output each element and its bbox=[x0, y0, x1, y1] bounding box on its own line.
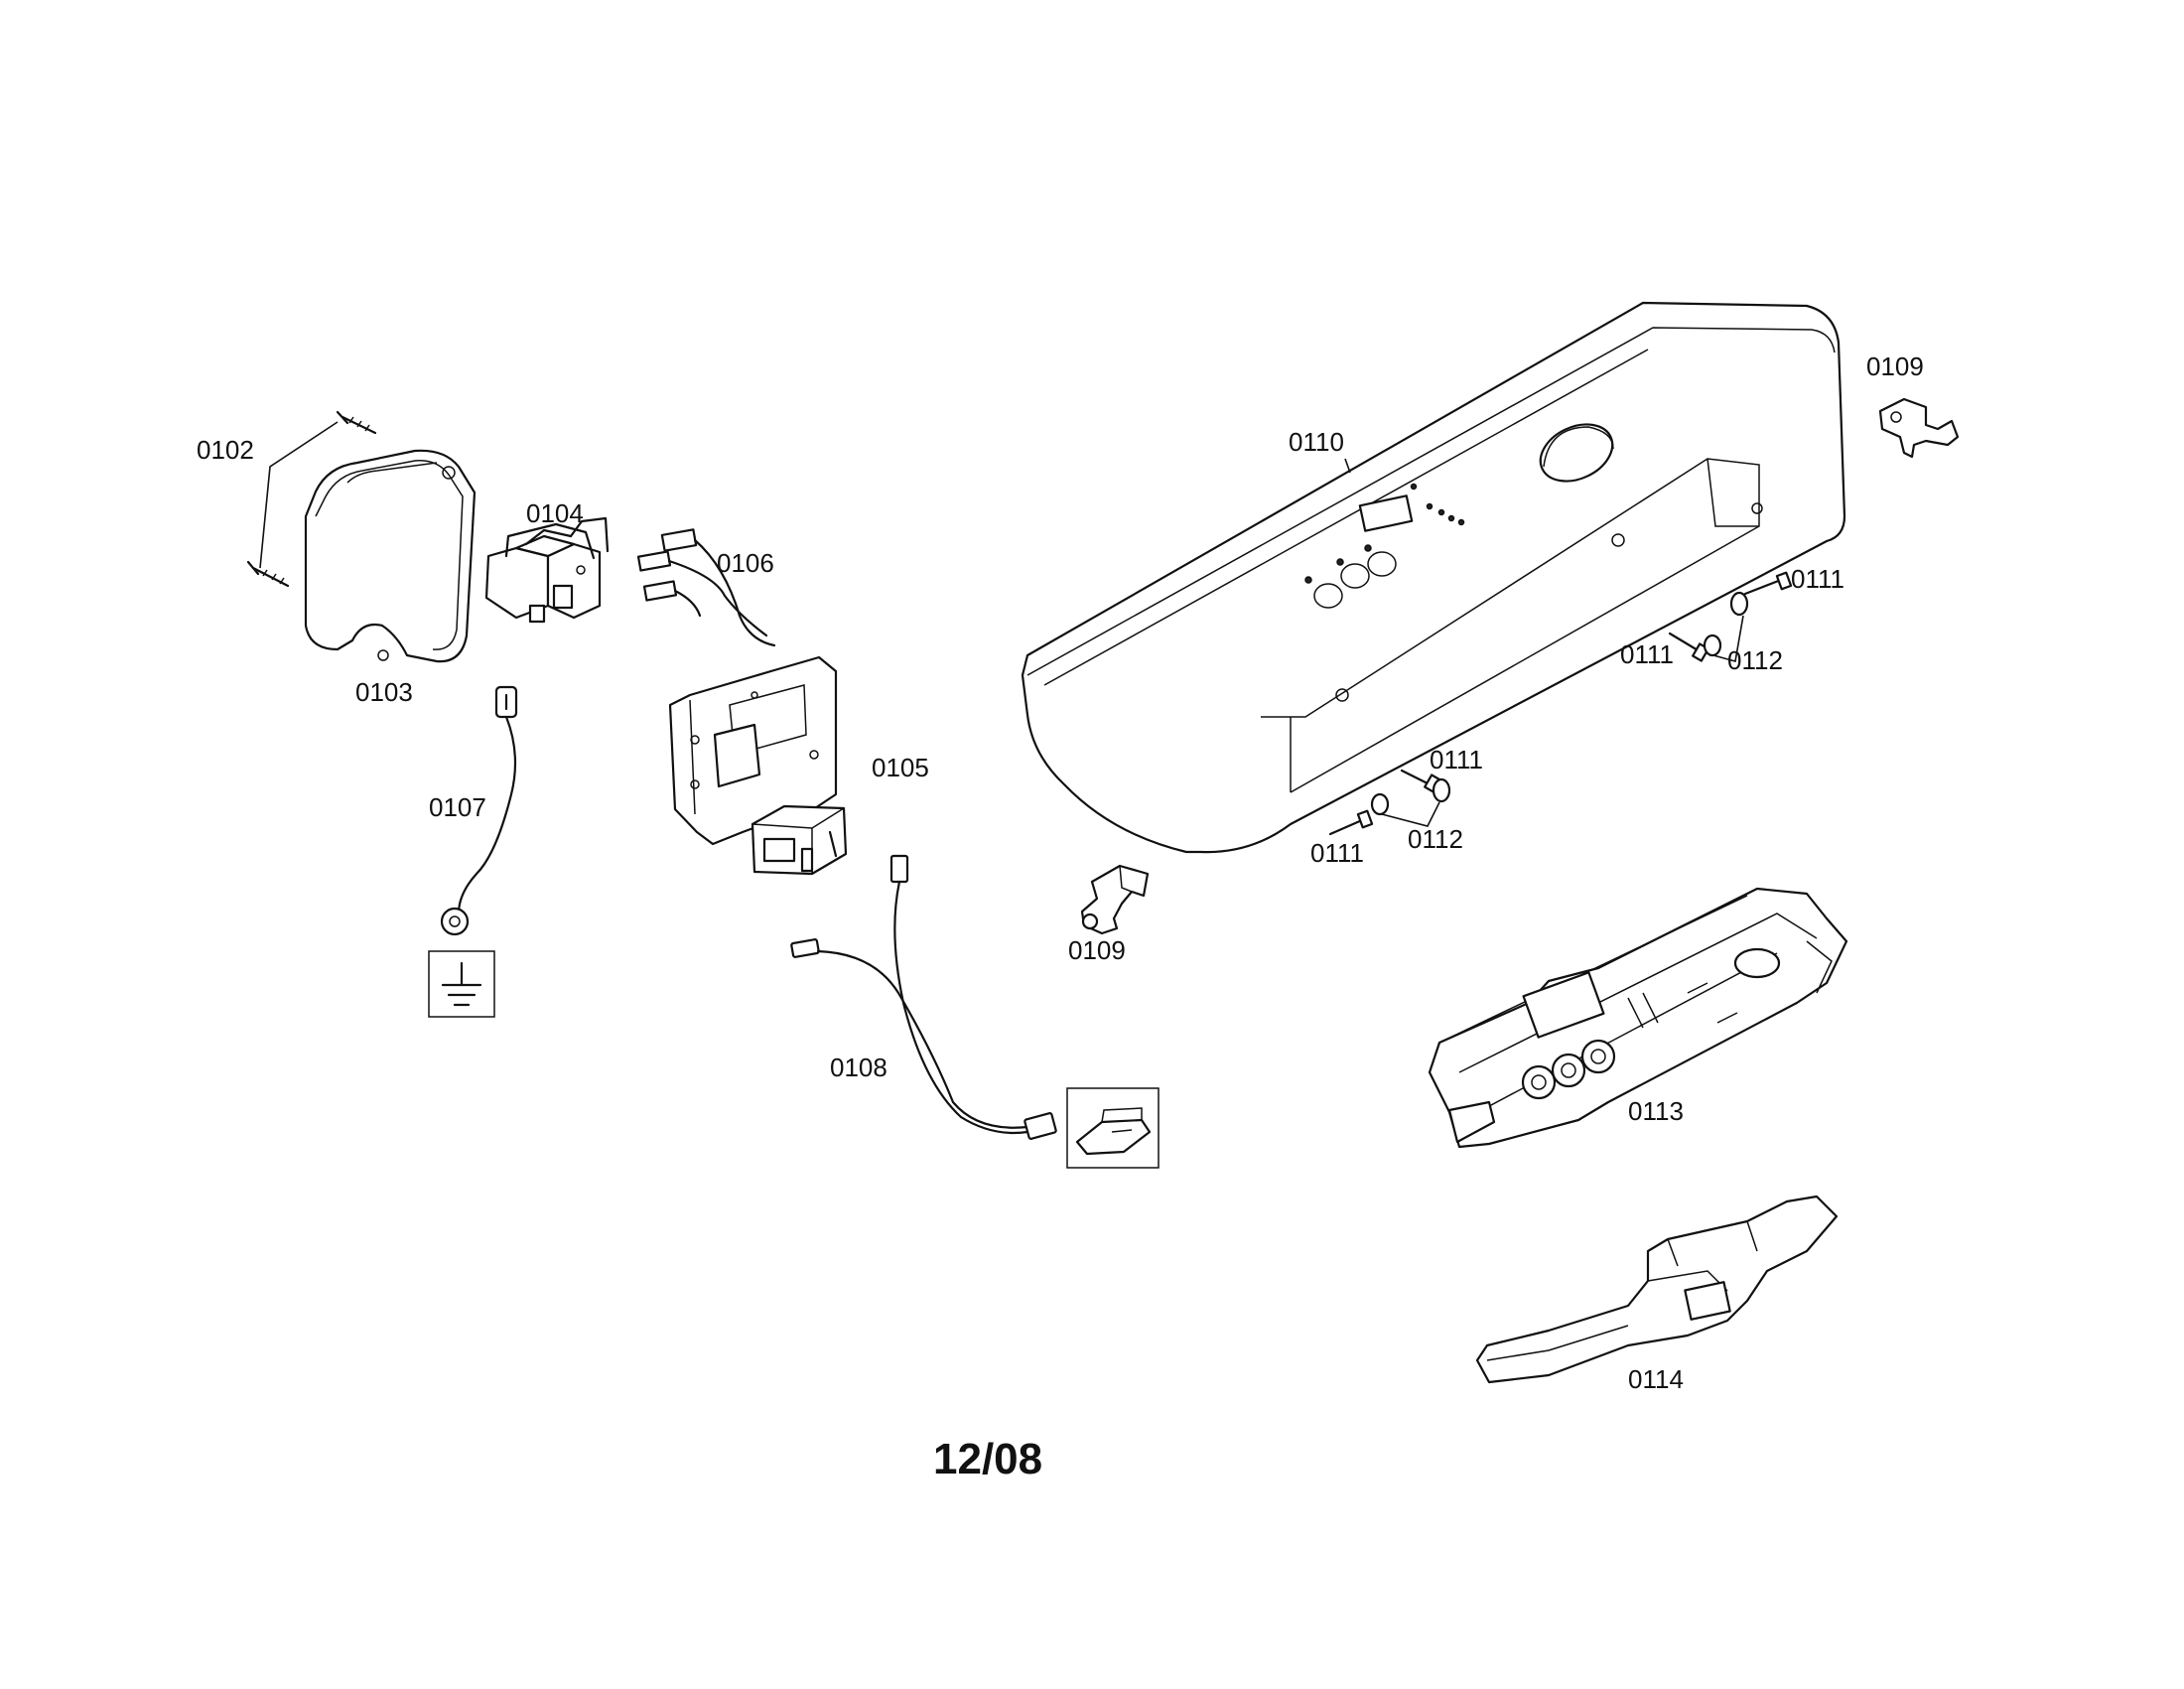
label-0109-upper: 0109 bbox=[1866, 352, 1924, 381]
connector-inset-0108 bbox=[1066, 1087, 1160, 1169]
screw-0111-d bbox=[1328, 809, 1374, 836]
label-0111-a: 0111 bbox=[1791, 564, 1844, 594]
label-0112-a: 0112 bbox=[1727, 645, 1783, 675]
label-0106: 0106 bbox=[717, 548, 774, 578]
switch-block-0104 bbox=[484, 516, 610, 624]
ground-wire-0107 bbox=[440, 685, 518, 936]
label-0104: 0104 bbox=[526, 498, 584, 528]
relay-block-0105 bbox=[751, 804, 848, 876]
label-0102: 0102 bbox=[197, 435, 254, 465]
slider-rail-0114 bbox=[1475, 1195, 1839, 1384]
label-0110: 0110 bbox=[1289, 427, 1344, 457]
label-0111-d: 0111 bbox=[1310, 838, 1364, 868]
screw-0102-top bbox=[336, 410, 377, 435]
label-0109-lower: 0109 bbox=[1068, 935, 1126, 965]
ground-symbol-icon bbox=[428, 950, 495, 1018]
leader-0102 bbox=[259, 421, 339, 569]
label-0111-c: 0111 bbox=[1430, 745, 1483, 774]
washer-0112-a bbox=[1703, 591, 1749, 663]
connector-harness-0106 bbox=[636, 528, 776, 647]
leader-0110 bbox=[1344, 458, 1351, 474]
washer-0112-b bbox=[1370, 777, 1451, 827]
screw-0111-b bbox=[1668, 632, 1709, 662]
screw-0111-a bbox=[1743, 571, 1793, 596]
label-0113: 0113 bbox=[1628, 1096, 1684, 1126]
cover-box-0103 bbox=[304, 449, 477, 663]
label-0107: 0107 bbox=[429, 792, 486, 822]
control-module-0113 bbox=[1428, 887, 1848, 1149]
label-0103: 0103 bbox=[355, 677, 413, 707]
screw-0102-bottom bbox=[246, 560, 290, 588]
label-0114: 0114 bbox=[1628, 1364, 1684, 1394]
wire-harness-0108 bbox=[790, 854, 1057, 1140]
bracket-0109-upper bbox=[1878, 397, 1960, 459]
label-0105: 0105 bbox=[872, 753, 929, 782]
control-panel-0110 bbox=[1021, 301, 1846, 854]
label-0108: 0108 bbox=[830, 1053, 887, 1082]
diagram-date-code: 12/08 bbox=[933, 1435, 1043, 1483]
label-0112-b: 0112 bbox=[1408, 824, 1463, 854]
bracket-0109-lower bbox=[1080, 864, 1150, 935]
label-0111-b: 0111 bbox=[1620, 639, 1674, 669]
